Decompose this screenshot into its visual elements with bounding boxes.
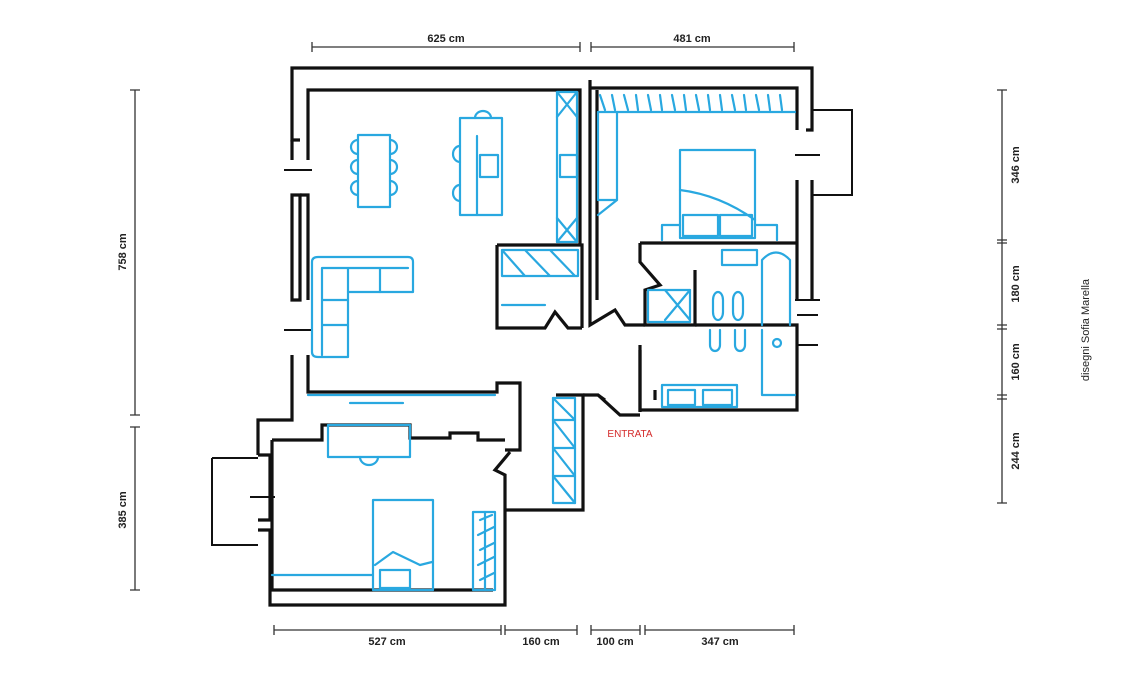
dim-right-1: 346 cm <box>1010 146 1022 184</box>
dimension-lines <box>130 42 1007 635</box>
entrance-label: ENTRATA <box>607 429 653 440</box>
sofa <box>310 255 415 359</box>
dim-left-lower: 385 cm <box>117 491 129 529</box>
dining-table <box>349 133 399 209</box>
walls <box>211 66 853 607</box>
credit-text: disegni Sofia Marella <box>1080 278 1092 381</box>
kitchen-island <box>451 109 504 217</box>
dim-bottom-2: 160 cm <box>522 636 560 648</box>
living-shelf <box>306 393 497 405</box>
dim-bottom-4: 347 cm <box>701 636 739 648</box>
desk-bottom <box>326 423 412 467</box>
bed-bottom <box>270 498 435 592</box>
dim-bottom-1: 527 cm <box>368 636 406 648</box>
dim-right-2: 180 cm <box>1010 265 1022 303</box>
dim-bottom-3: 100 cm <box>596 636 634 648</box>
wardrobe-top <box>596 93 797 217</box>
wardrobe-bottom <box>471 510 497 592</box>
dim-top-living: 625 cm <box>427 33 465 45</box>
dimension-labels: 625 cm 481 cm 758 cm 385 cm 346 cm 180 c… <box>117 33 1022 648</box>
dim-right-3: 160 cm <box>1010 343 1022 381</box>
dim-top-bedroom: 481 cm <box>673 33 711 45</box>
dim-left-upper: 758 cm <box>117 233 129 271</box>
furniture <box>270 90 797 592</box>
bathroom-fixtures <box>646 248 797 409</box>
entrance-closet <box>551 396 577 505</box>
storage-shelves <box>500 248 580 307</box>
dim-right-4: 244 cm <box>1010 432 1022 470</box>
bed-top <box>660 148 779 242</box>
kitchen-cabinets <box>555 90 579 244</box>
